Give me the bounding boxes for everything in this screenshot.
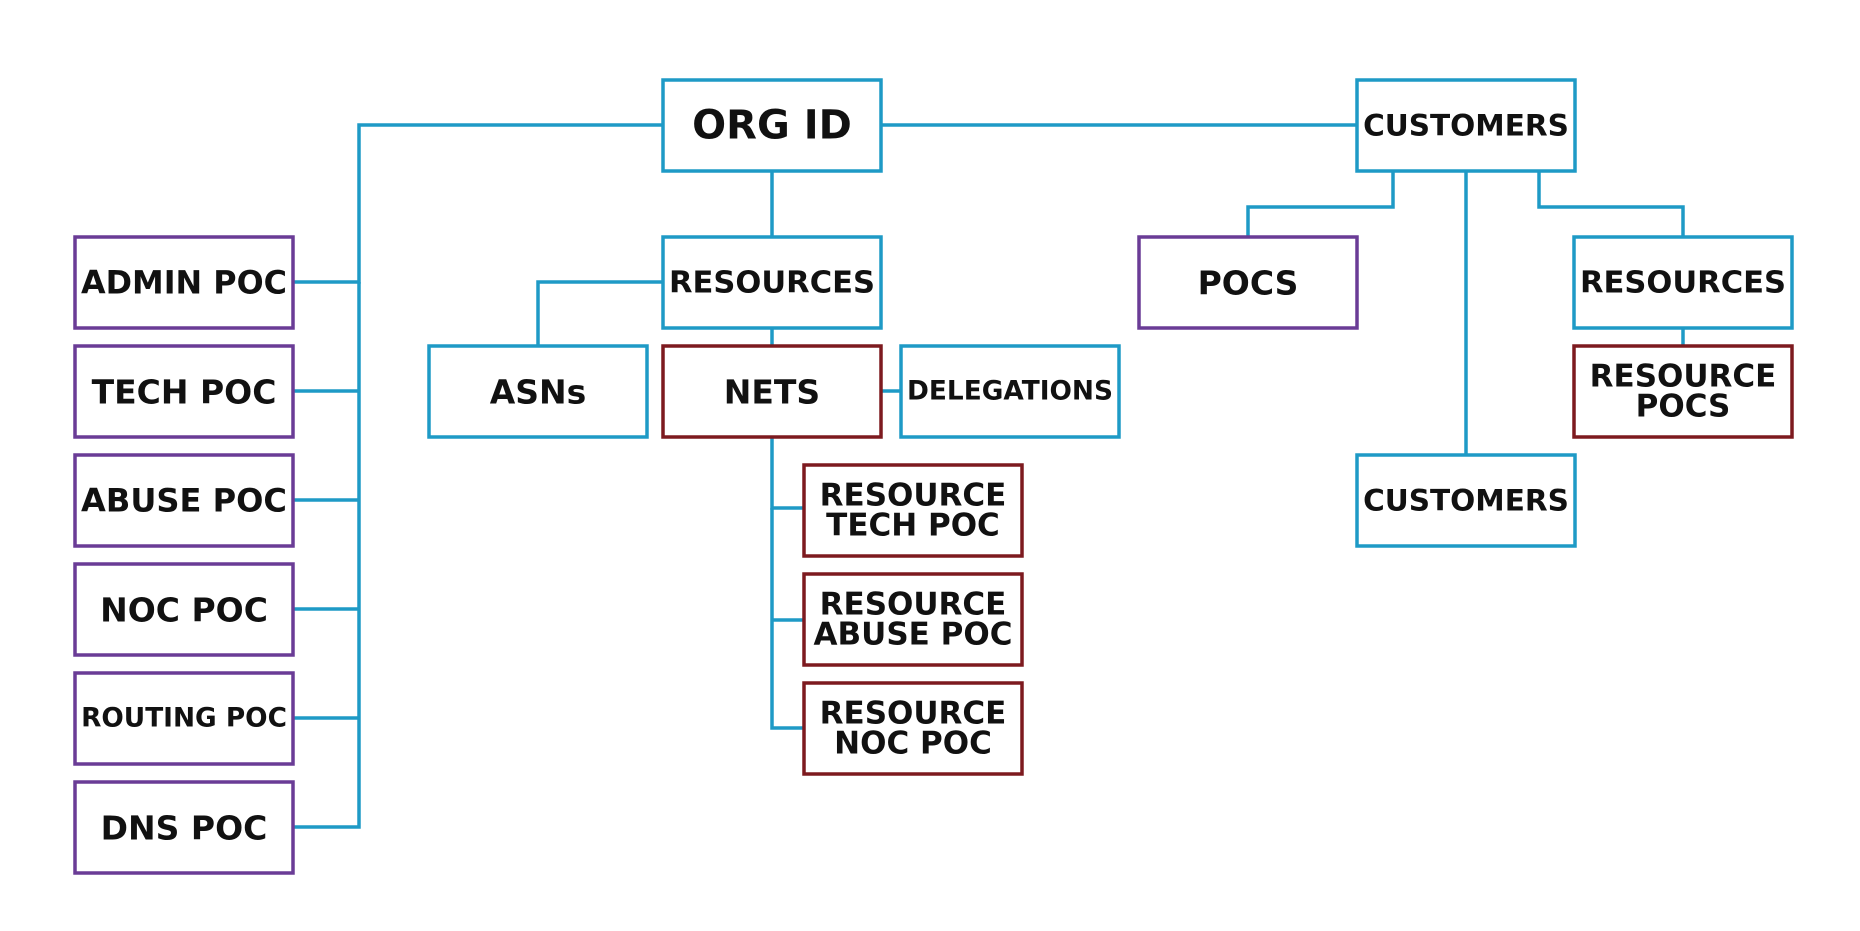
node-label-asns: ASNs xyxy=(490,372,587,411)
node-customers-top: CUSTOMERS xyxy=(1355,78,1577,173)
node-delegations: DELEGATIONS xyxy=(899,344,1121,439)
node-box-resource-pocs xyxy=(1572,344,1794,439)
edge-customers-top-to-resources-right xyxy=(1537,171,1685,237)
node-abuse-poc: ABUSE POC xyxy=(73,453,295,548)
edge-nets-to-resource-tech-poc xyxy=(770,437,804,510)
node-box-abuse-poc xyxy=(73,453,295,548)
node-label-customers-top: CUSTOMERS xyxy=(1363,109,1569,143)
edge-customers-top-to-pocs xyxy=(1246,171,1395,237)
node-admin-poc: ADMIN POC xyxy=(73,235,295,330)
node-box-resource-abuse-poc xyxy=(802,572,1024,667)
node-label-resources-right: RESOURCES xyxy=(1580,265,1786,300)
node-resources-right: RESOURCES xyxy=(1572,235,1794,330)
node-box-pocs xyxy=(1137,235,1359,330)
node-label-dns-poc: DNS POC xyxy=(101,808,268,847)
node-org-id: ORG ID xyxy=(661,78,883,173)
node-box-org-id xyxy=(661,78,883,173)
edge-resources-center-to-asns xyxy=(536,280,663,346)
node-label-customers-bottom: CUSTOMERS xyxy=(1363,484,1569,518)
edge-org-id-to-dns-poc xyxy=(293,282,361,829)
node-box-tech-poc xyxy=(73,344,295,439)
node-label-abuse-poc: ABUSE POC xyxy=(81,482,287,520)
node-label-pocs: POCS xyxy=(1198,263,1299,302)
node-box-dns-poc xyxy=(73,780,295,875)
node-box-customers-bottom xyxy=(1355,453,1577,548)
node-label-admin-poc: ADMIN POC xyxy=(81,264,287,302)
node-box-routing-poc xyxy=(73,671,295,766)
node-resources-center: RESOURCES xyxy=(661,235,883,330)
node-box-resources-right xyxy=(1572,235,1794,330)
node-tech-poc: TECH POC xyxy=(73,344,295,439)
diagram-nodes: ORG ID CUSTOMERS ADMIN POC TECH POC ABUSE PO… xyxy=(73,78,1794,875)
node-box-admin-poc xyxy=(73,235,295,330)
node-box-resource-noc-poc xyxy=(802,681,1024,776)
node-box-resources-center xyxy=(661,235,883,330)
connector-lines xyxy=(293,123,1685,829)
node-pocs: POCS xyxy=(1137,235,1359,330)
node-box-noc-poc xyxy=(73,562,295,657)
node-label-tech-poc: TECH POC xyxy=(92,372,277,411)
node-box-nets xyxy=(661,344,883,439)
node-customers-bottom: CUSTOMERS xyxy=(1355,453,1577,548)
node-asns: ASNs xyxy=(427,344,649,439)
edge-nets-to-resource-noc-poc xyxy=(770,508,804,730)
node-label-delegations: DELEGATIONS xyxy=(907,377,1113,407)
node-routing-poc: ROUTING POC xyxy=(73,671,295,766)
node-label-routing-poc: ROUTING POC xyxy=(81,704,287,734)
node-box-resource-tech-poc xyxy=(802,463,1024,558)
node-box-asns xyxy=(427,344,649,439)
node-label-resources-center: RESOURCES xyxy=(669,265,875,300)
node-label-nets: NETS xyxy=(724,372,820,411)
node-label-noc-poc: NOC POC xyxy=(100,590,268,629)
edge-org-id-to-admin-poc xyxy=(293,123,663,284)
node-nets: NETS xyxy=(661,344,883,439)
node-noc-poc: NOC POC xyxy=(73,562,295,657)
node-label-org-id: ORG ID xyxy=(692,103,852,149)
node-box-delegations xyxy=(899,344,1121,439)
node-box-customers-top xyxy=(1355,78,1577,173)
node-dns-poc: DNS POC xyxy=(73,780,295,875)
